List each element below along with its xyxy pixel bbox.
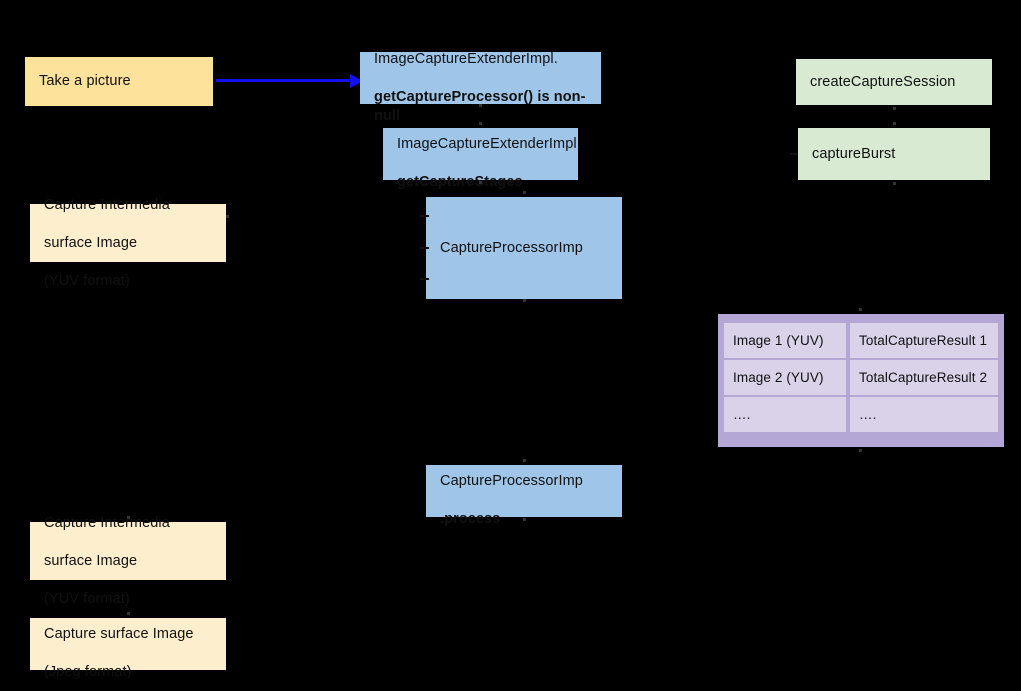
anchor-dot [523, 299, 526, 302]
arrow-take-picture-to-processor-line [216, 79, 354, 82]
line-2: surface Image [44, 235, 138, 251]
line-2: (Jpeg format) [44, 664, 132, 680]
result-table-cell-result[interactable]: TotalCaptureResult 1 [850, 323, 998, 358]
node-capture-processor-imp-label: CaptureProcessorImp [440, 239, 583, 256]
line-2: .process [440, 511, 501, 527]
node-intermediate-surface-top[interactable]: Capture Intermedia surface Image (YUV fo… [30, 197, 226, 289]
line-2: getCaptureProcessor() is non-null [374, 88, 586, 124]
anchor-dot [893, 107, 896, 110]
result-table-cell-image[interactable]: Image 2 (YUV) [724, 360, 846, 395]
anchor-dot [859, 308, 862, 311]
line-3: (YUV format) [44, 591, 130, 607]
node-take-a-picture-label: Take a picture [39, 73, 131, 89]
result-table-cell-image[interactable]: …. [724, 397, 846, 432]
result-table-cell-result[interactable]: …. [850, 397, 998, 432]
node-create-capture-session-label: createCaptureSession [810, 73, 956, 90]
node-get-capture-stages-label: ImageCaptureExtenderImpl. getCaptureStag… [397, 116, 581, 192]
result-table-cell-result[interactable]: TotalCaptureResult 2 [850, 360, 998, 395]
node-intermediate-surface-bottom-label: Capture Intermedia surface Image (YUV fo… [44, 495, 170, 609]
anchor-dot [479, 181, 482, 184]
anchor-dot [226, 215, 229, 218]
result-table-cell-result-label: TotalCaptureResult 2 [859, 370, 988, 385]
node-get-capture-stages[interactable]: ImageCaptureExtenderImpl. getCaptureStag… [383, 128, 581, 190]
arrow-take-picture-to-processor-head [350, 74, 363, 88]
line-3: (YUV format) [44, 273, 130, 289]
node-capture-processor-imp[interactable]: CaptureProcessorImp [426, 197, 622, 299]
result-table-group: Image 1 (YUV) Image 2 (YUV) …. TotalCapt… [718, 314, 1004, 447]
result-table-cell-image-label: Image 1 (YUV) [733, 333, 824, 348]
node-intermediate-surface-top-label: Capture Intermedia surface Image (YUV fo… [44, 177, 170, 291]
anchor-dot [523, 518, 526, 521]
result-table-cell-result-label: TotalCaptureResult 1 [859, 333, 988, 348]
connector-stub [420, 278, 429, 280]
result-table-cell-result-label: …. [859, 407, 877, 422]
line-1: ImageCaptureExtenderImpl. [397, 136, 581, 152]
line-1: Capture Intermedia [44, 197, 170, 213]
anchor-dot [859, 449, 862, 452]
result-table-cell-image-label: Image 2 (YUV) [733, 370, 824, 385]
node-get-capture-processor-label: ImageCaptureExtenderImpl. getCaptureProc… [374, 31, 587, 126]
node-capture-burst-label: captureBurst [812, 145, 896, 162]
line-1: CaptureProcessorImp [440, 473, 583, 489]
node-capture-processor-imp-process-label: CaptureProcessorImp .process [440, 453, 583, 529]
node-get-capture-processor[interactable]: ImageCaptureExtenderImpl. getCaptureProc… [360, 51, 601, 124]
line-2: getCaptureStages [397, 174, 523, 190]
connector-stub [420, 247, 429, 249]
node-capture-processor-imp-process[interactable]: CaptureProcessorImp .process [426, 465, 622, 527]
line-1: Capture Intermedia [44, 515, 170, 531]
anchor-dot [479, 122, 482, 125]
line-2: surface Image [44, 553, 138, 569]
node-capture-burst[interactable]: captureBurst [798, 128, 990, 180]
anchor-dot [479, 104, 482, 107]
anchor-dot [893, 122, 896, 125]
node-capture-surface-jpeg-label: Capture surface Image (Jpeg format) [44, 606, 194, 682]
connector-stub [420, 215, 429, 217]
result-table-results-column: TotalCaptureResult 1 TotalCaptureResult … [850, 323, 998, 432]
anchor-dot [127, 516, 130, 519]
node-create-capture-session[interactable]: createCaptureSession [796, 59, 992, 105]
line-1: Capture surface Image [44, 626, 194, 642]
anchor-dot [893, 182, 896, 185]
node-intermediate-surface-bottom[interactable]: Capture Intermedia surface Image (YUV fo… [30, 515, 226, 607]
node-take-a-picture[interactable]: Take a picture [25, 57, 213, 106]
connector-stub [790, 153, 798, 155]
node-capture-surface-jpeg[interactable]: Capture surface Image (Jpeg format) [30, 618, 226, 680]
line-1: ImageCaptureExtenderImpl. [374, 50, 558, 67]
anchor-dot [523, 459, 526, 462]
result-table-cell-image-label: …. [733, 407, 751, 422]
result-table-images-column: Image 1 (YUV) Image 2 (YUV) …. [724, 323, 846, 432]
anchor-dot [523, 191, 526, 194]
anchor-dot [127, 612, 130, 615]
result-table-cell-image[interactable]: Image 1 (YUV) [724, 323, 846, 358]
